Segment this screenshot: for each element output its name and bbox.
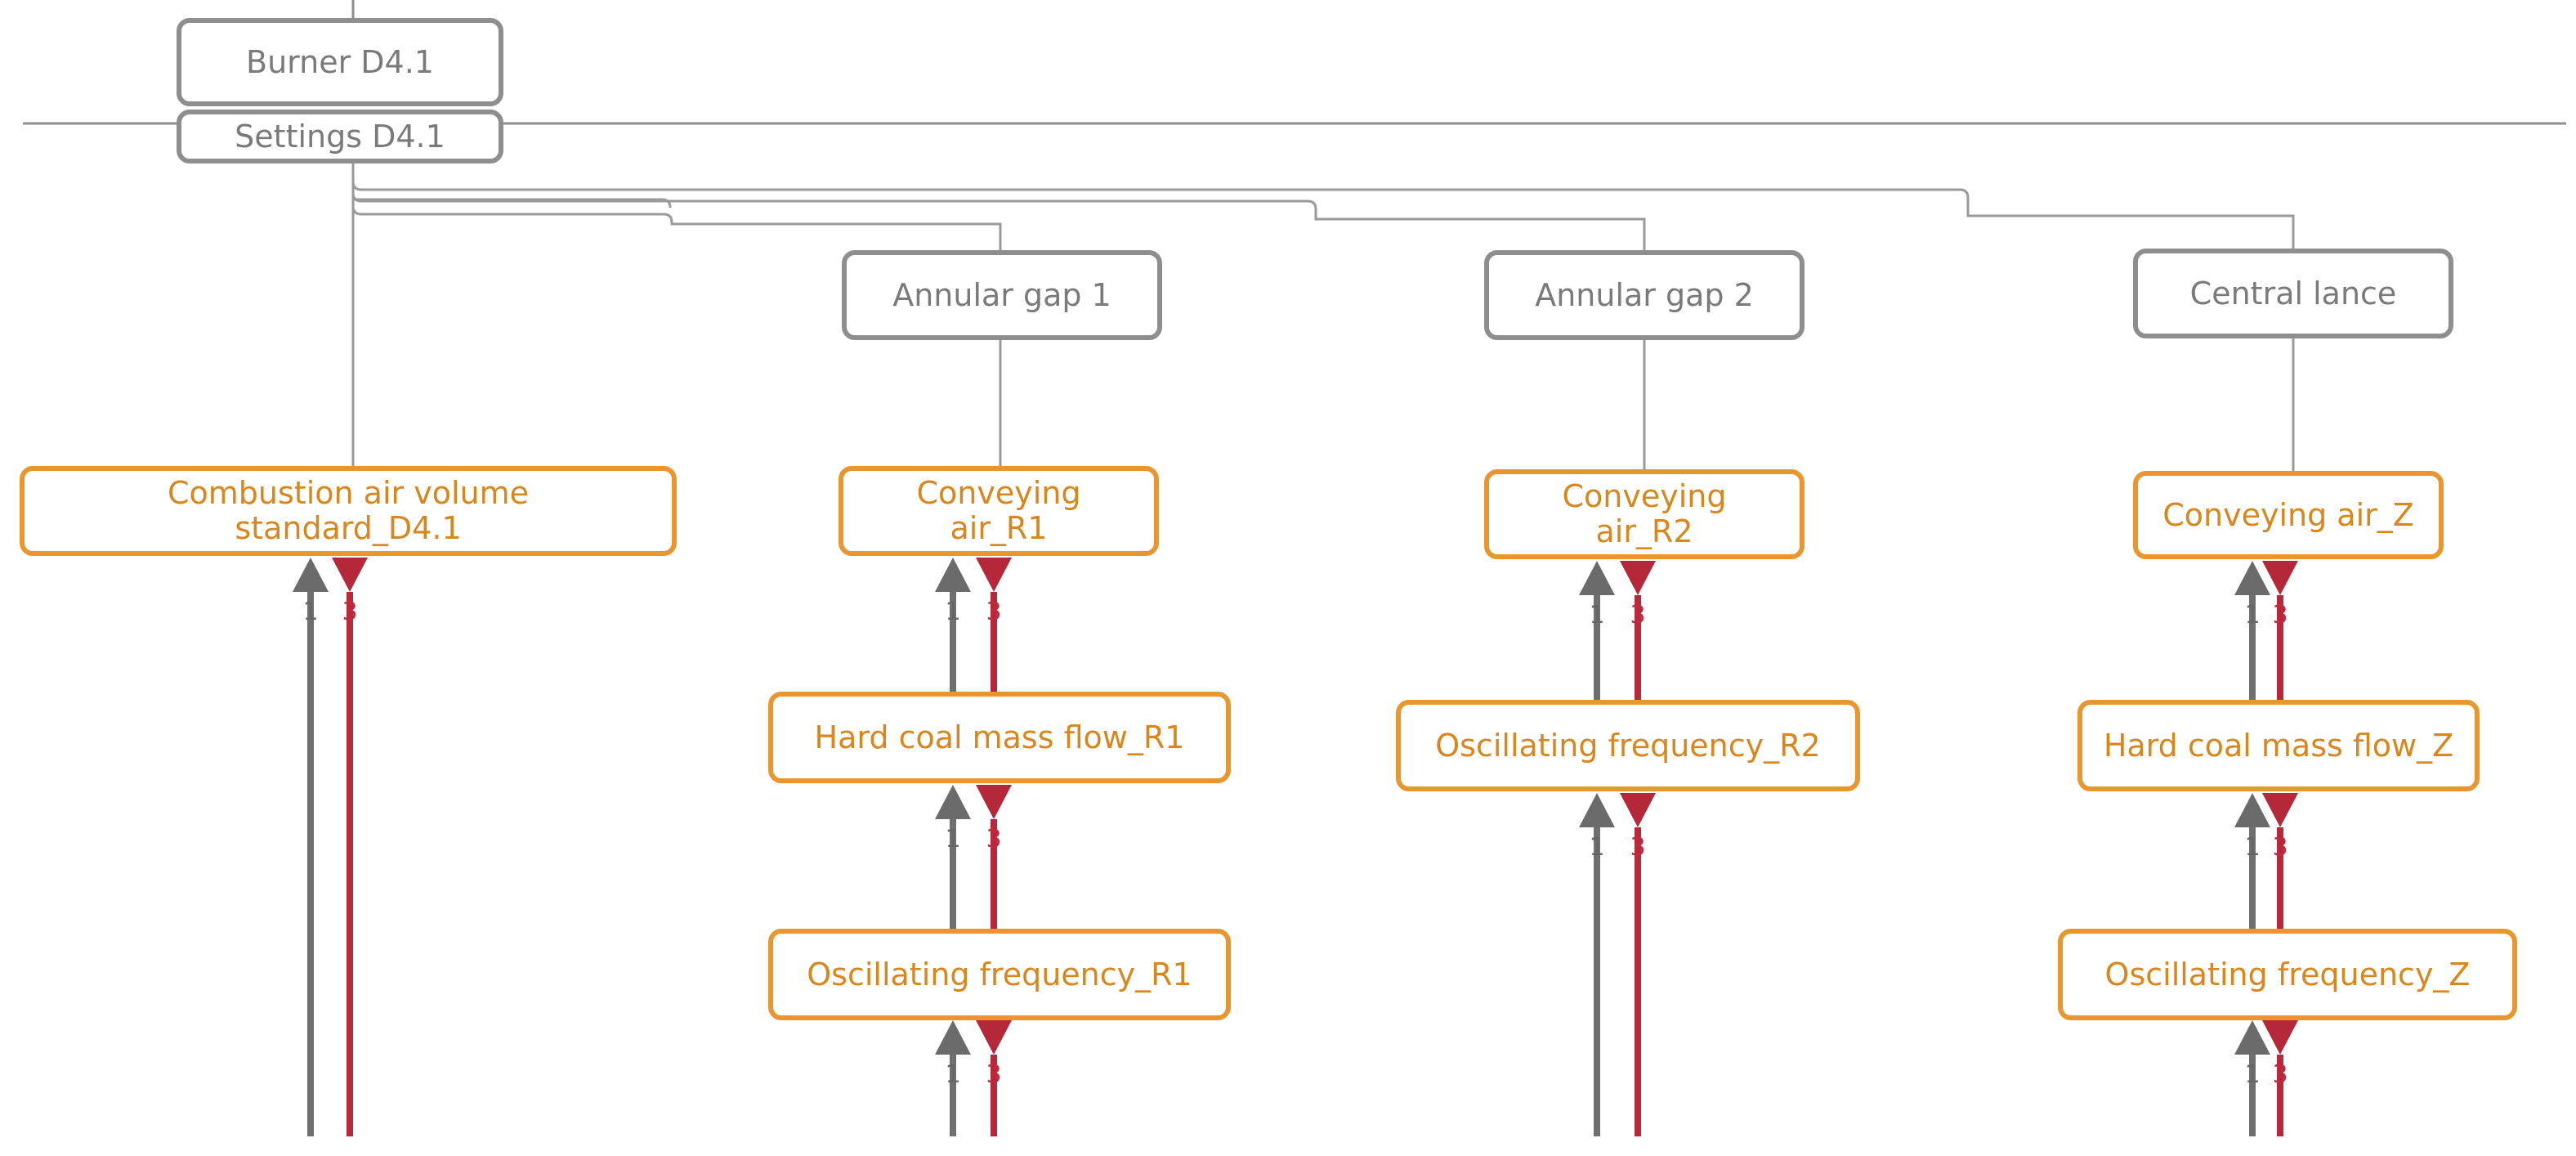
up-count-r1-c: 1 <box>945 1060 961 1089</box>
down-count-combustion-air: 3 <box>342 598 358 626</box>
up-arrow-combustion-air <box>293 558 329 592</box>
down-count-z-b: 3 <box>2272 833 2288 862</box>
up-count-z-c: 1 <box>2244 1060 2261 1089</box>
up-arrow-r1-c <box>935 1020 971 1055</box>
connector-settings-extra <box>351 164 672 208</box>
down-count-z-c: 3 <box>2272 1060 2288 1089</box>
down-arrow-combustion-air <box>332 558 368 592</box>
up-count-combustion-air: 1 <box>302 598 319 626</box>
down-arrow-r2-b <box>1620 793 1656 827</box>
down-arrow-r2-a <box>1620 561 1656 595</box>
down-count-z-a: 3 <box>2272 601 2288 630</box>
down-count-r2-b: 3 <box>1630 833 1646 862</box>
up-count-z-a: 1 <box>2244 601 2261 630</box>
node-oscillating-frequency-r1[interactable]: Oscillating frequency_R1 <box>768 929 1231 1020</box>
node-conveying-air-z[interactable]: Conveying air_Z <box>2133 471 2444 559</box>
down-arrow-r1-a <box>976 558 1012 592</box>
node-annular-gap-1[interactable]: Annular gap 1 <box>842 250 1162 340</box>
up-arrow-r2-b <box>1579 793 1615 827</box>
up-arrow-z-c <box>2234 1020 2270 1055</box>
up-count-r2-b: 1 <box>1589 833 1605 862</box>
up-arrow-r1-b <box>935 785 971 819</box>
connector-settings-central-lance <box>351 164 2295 249</box>
node-oscillating-frequency-z[interactable]: Oscillating frequency_Z <box>2058 929 2517 1020</box>
node-oscillating-frequency-r2[interactable]: Oscillating frequency_R2 <box>1396 700 1860 791</box>
node-central-lance[interactable]: Central lance <box>2133 249 2453 338</box>
down-count-r2-a: 3 <box>1630 601 1646 630</box>
node-annular-gap-2[interactable]: Annular gap 2 <box>1484 250 1805 340</box>
up-count-z-b: 1 <box>2244 833 2261 862</box>
down-arrow-r1-c <box>976 1020 1012 1055</box>
down-arrow-r1-b <box>976 785 1012 819</box>
node-hard-coal-mass-flow-r1[interactable]: Hard coal mass flow_R1 <box>768 692 1231 783</box>
down-count-r1-a: 3 <box>986 598 1002 626</box>
down-arrow-z-c <box>2262 1020 2298 1055</box>
connector-settings-annular-gap-1 <box>351 164 1002 250</box>
up-count-r1-b: 1 <box>945 825 961 854</box>
up-count-r2-a: 1 <box>1589 601 1605 630</box>
node-settings[interactable]: Settings D4.1 <box>177 110 503 164</box>
up-arrow-z-b <box>2234 793 2270 827</box>
up-arrow-r1-a <box>935 558 971 592</box>
up-arrow-z-a <box>2234 561 2270 595</box>
up-count-r1-a: 1 <box>945 598 961 626</box>
node-hard-coal-mass-flow-z[interactable]: Hard coal mass flow_Z <box>2077 700 2480 791</box>
down-count-r1-c: 3 <box>986 1060 1002 1089</box>
node-burner[interactable]: Burner D4.1 <box>177 18 503 106</box>
connector-settings-annular-gap-2 <box>351 164 1646 250</box>
down-arrow-z-a <box>2262 561 2298 595</box>
down-arrow-z-b <box>2262 793 2298 827</box>
up-arrow-r2-a <box>1579 561 1615 595</box>
down-count-r1-b: 3 <box>986 825 1002 854</box>
